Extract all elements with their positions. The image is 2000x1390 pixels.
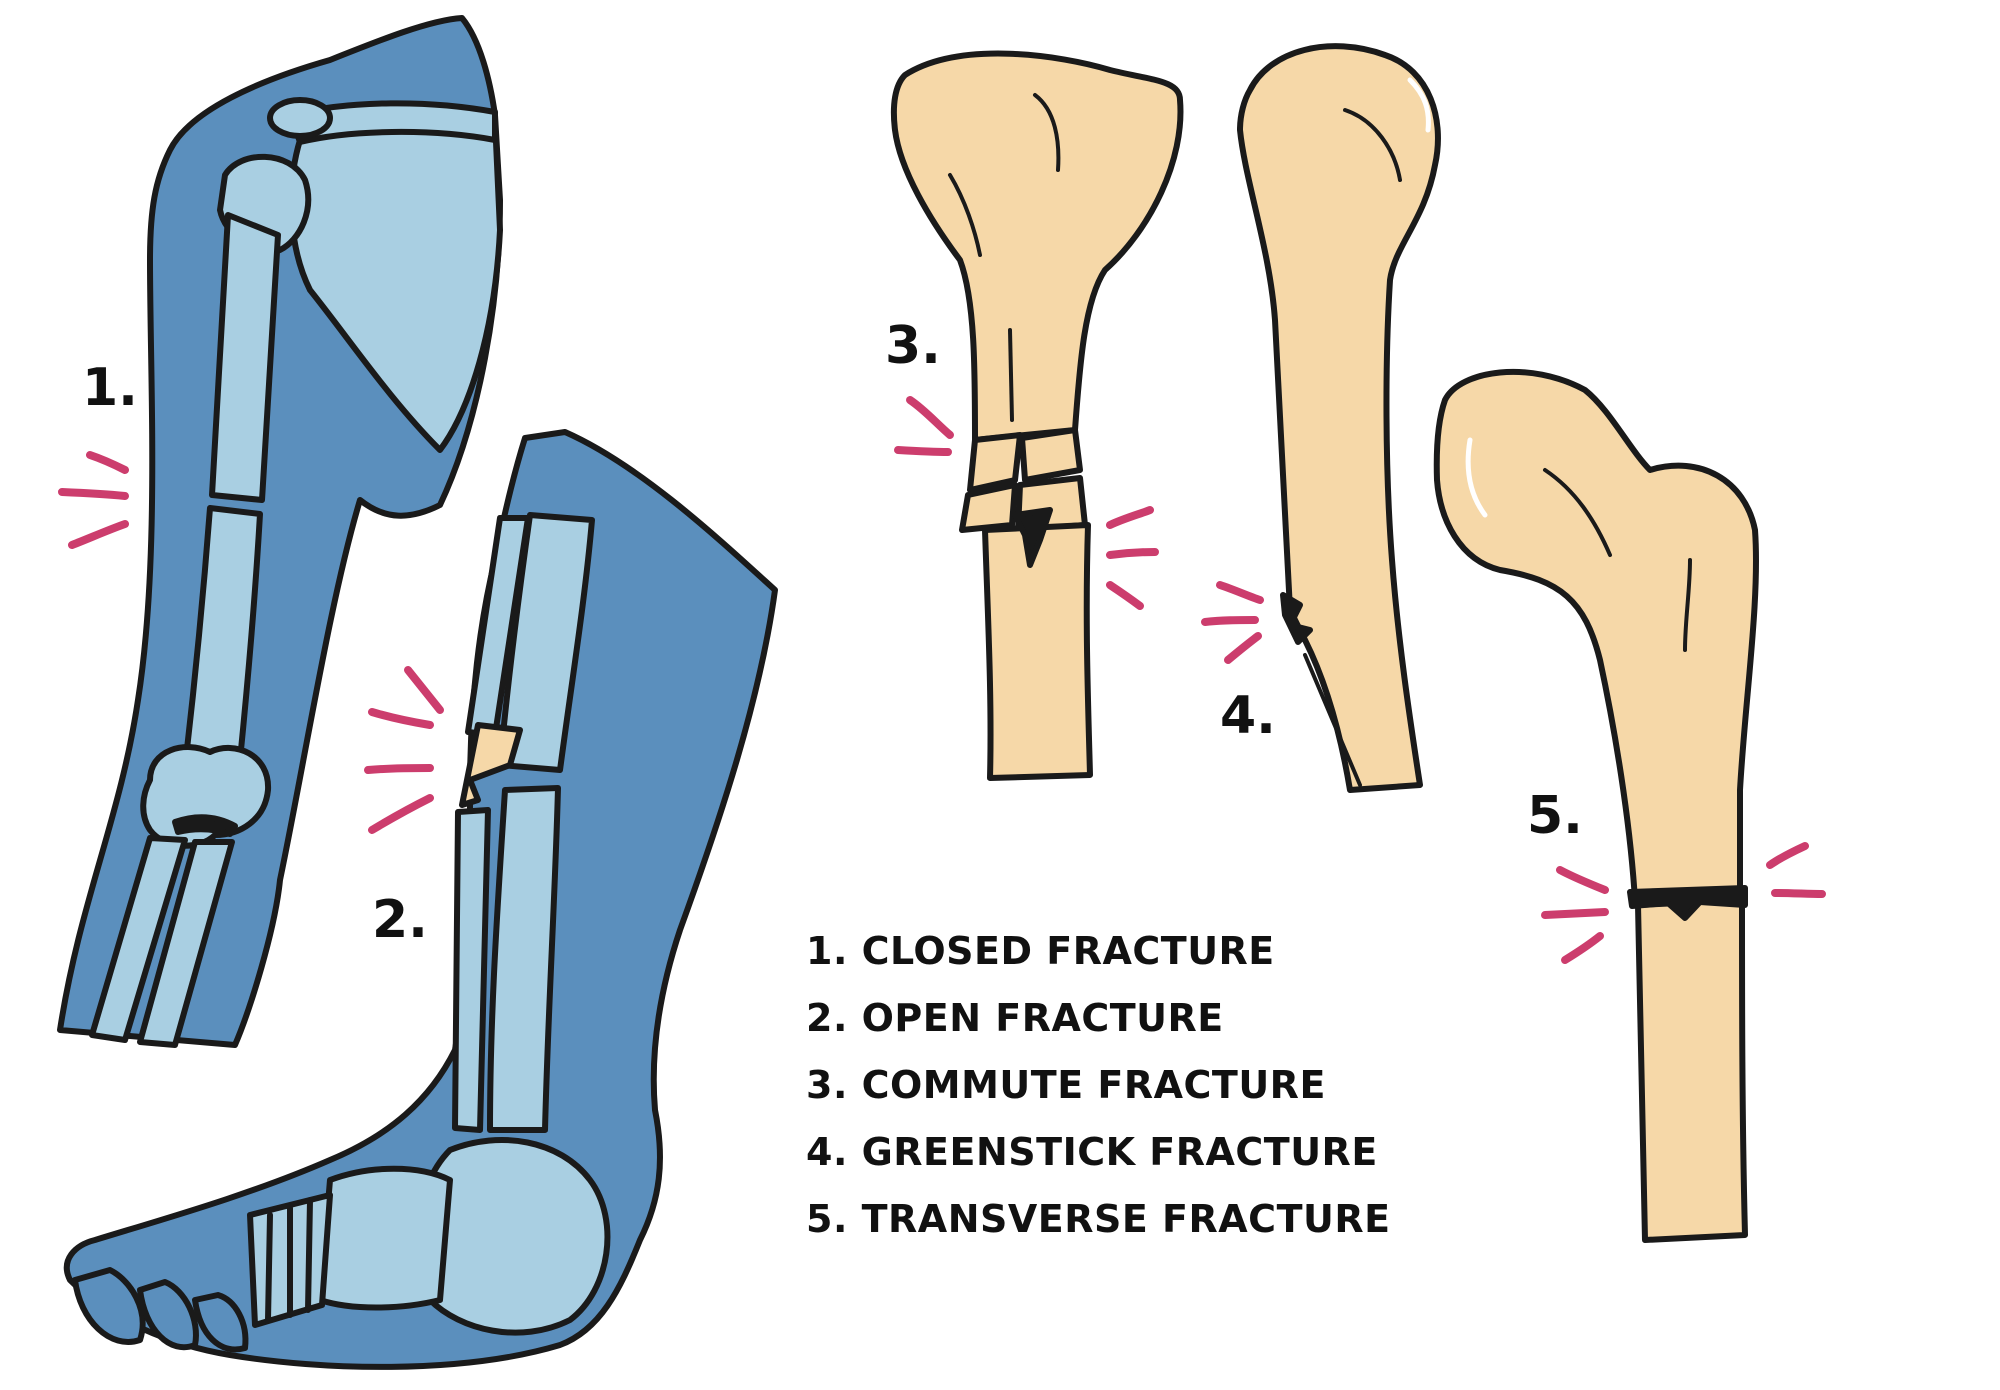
pain-mark	[1106, 506, 1154, 529]
pain-mark	[1224, 632, 1262, 664]
pain-mark	[906, 396, 954, 439]
midfoot-bones	[317, 1165, 453, 1311]
pain-mark	[1766, 842, 1809, 869]
bone-shading	[1343, 108, 1402, 182]
pain-mark	[68, 520, 129, 549]
pain-mark	[368, 794, 434, 834]
bone-shading	[1683, 558, 1692, 652]
pain-mark	[1106, 548, 1159, 559]
label-number-1: 1.	[82, 358, 138, 418]
metatarsal-line	[265, 1212, 273, 1323]
bone-shading	[1033, 93, 1061, 172]
bone-fragment	[1019, 427, 1083, 483]
bone-upper-part	[890, 50, 1184, 443]
bone-shading	[1303, 653, 1362, 787]
label-number-4: 4.	[1220, 686, 1276, 746]
bone-transverse-fracture	[1433, 368, 1759, 1243]
legend-item-commute-fracture: 3. COMMUTE FRACTURE	[806, 1063, 1326, 1107]
pain-mark	[364, 764, 434, 774]
bone-highlight	[1465, 437, 1488, 518]
arm-closed-fracture	[57, 15, 503, 1048]
pain-mark	[1106, 581, 1144, 610]
toe	[137, 1279, 199, 1351]
label-number-2: 2.	[372, 890, 428, 950]
bone-greenstick-fracture	[1237, 43, 1441, 793]
legend-item-greenstick-fracture: 4. GREENSTICK FRACTURE	[806, 1130, 1378, 1174]
pain-mark	[58, 488, 129, 500]
fibula-lower	[452, 807, 491, 1133]
bone-fragment	[959, 482, 1018, 533]
pain-mark	[368, 708, 434, 729]
label-number-3: 3.	[885, 316, 941, 376]
femur-upper-part	[1433, 368, 1759, 903]
leg-open-fracture	[63, 429, 778, 1370]
pain-mark	[894, 446, 952, 456]
bone-shading	[1008, 328, 1014, 422]
bone-shading	[948, 173, 982, 257]
fracture-legend: 1. CLOSED FRACTURE 2. OPEN FRACTURE 3. C…	[806, 918, 1391, 1253]
bone-body	[1237, 43, 1441, 793]
ulna	[137, 839, 235, 1048]
pain-marks	[58, 396, 1826, 964]
bone-lower-part	[982, 522, 1093, 781]
radius	[89, 835, 188, 1043]
pain-mark	[86, 451, 129, 474]
pain-mark	[1561, 932, 1604, 964]
bone-highlight	[1407, 77, 1431, 133]
elbow-gap	[172, 814, 238, 837]
humerus-upper	[209, 212, 281, 503]
metatarsal-line	[305, 1197, 313, 1313]
pain-mark	[1771, 889, 1826, 898]
pain-mark	[1556, 866, 1609, 894]
bone-crack	[1012, 507, 1053, 568]
greenstick-crack	[1280, 592, 1313, 645]
femur-lower-part	[1635, 897, 1748, 1243]
legend-item-closed-fracture: 1. CLOSED FRACTURE	[806, 929, 1275, 973]
clavicle	[287, 100, 498, 145]
pain-mark	[1201, 616, 1259, 626]
transverse-crack	[1627, 885, 1748, 921]
tibia-lower	[487, 785, 561, 1133]
pain-mark	[404, 666, 444, 714]
label-number-5: 5.	[1527, 786, 1583, 846]
pain-mark	[1541, 908, 1609, 919]
toe	[72, 1267, 146, 1345]
bone-shading	[1543, 468, 1612, 557]
bone-commute-fracture	[890, 50, 1184, 781]
toe	[192, 1292, 249, 1353]
legend-item-open-fracture: 2. OPEN FRACTURE	[806, 996, 1224, 1040]
acromion	[267, 97, 333, 139]
legend-item-transverse-fracture: 5. TRANSVERSE FRACTURE	[806, 1197, 1391, 1241]
exposed-bone	[459, 722, 523, 808]
bone-fragment	[967, 432, 1023, 493]
pain-mark	[1216, 581, 1264, 604]
